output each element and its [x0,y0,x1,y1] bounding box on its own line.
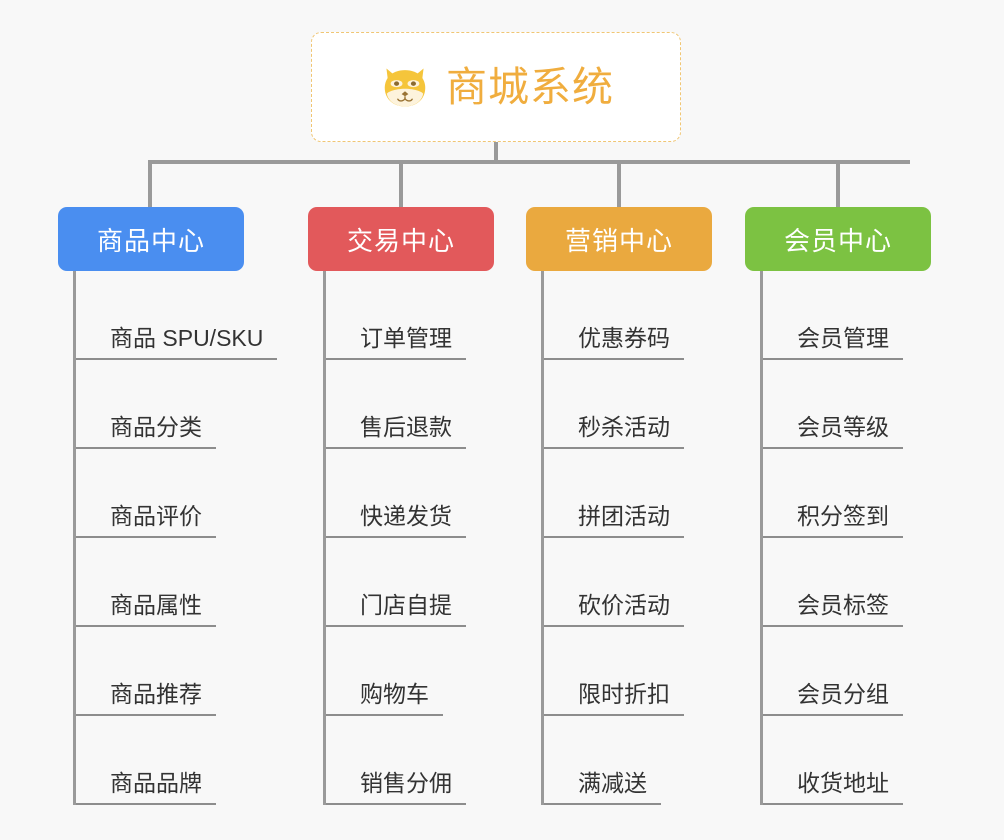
leaf-item[interactable]: 收货地址 [763,716,931,805]
leaf-label: 会员管理 [797,324,889,351]
shiba-dog-face-icon [384,68,426,107]
category-header-2[interactable]: 交易中心 [308,207,494,271]
category-column-3: 营销中心 优惠券码 秒杀活动 拼团活动 砍价活动 限时折扣 满减送 [526,207,712,805]
leaf-label: 优惠券码 [578,324,670,351]
leaf-label: 订单管理 [360,324,452,351]
leaf-item[interactable]: 快递发货 [326,449,494,538]
category-column-4: 会员中心 会员管理 会员等级 积分签到 会员标签 会员分组 收货地址 [745,207,931,805]
leaf-item[interactable]: 商品品牌 [76,716,244,805]
leaf-list-3: 优惠券码 秒杀活动 拼团活动 砍价活动 限时折扣 满减送 [541,271,712,805]
leaf-label: 商品 SPU/SKU [110,324,264,351]
leaf-list-1: 商品 SPU/SKU 商品分类 商品评价 商品属性 商品推荐 商品品牌 [73,271,278,805]
leaf-label: 商品推荐 [110,680,202,707]
leaf-item[interactable]: 商品推荐 [76,627,244,716]
leaf-label: 砍价活动 [578,591,670,618]
leaf-item[interactable]: 销售分佣 [326,716,494,805]
leaf-item[interactable]: 砍价活动 [544,538,712,627]
leaf-label: 售后退款 [360,413,452,440]
leaf-item[interactable]: 门店自提 [326,538,494,627]
category-label-1: 商品中心 [96,225,205,256]
leaf-label: 快递发货 [360,502,452,529]
leaf-label: 积分签到 [797,502,889,529]
leaf-label: 销售分佣 [360,769,452,796]
leaf-item[interactable]: 积分签到 [763,449,931,538]
leaf-item[interactable]: 订单管理 [326,271,494,360]
leaf-item[interactable]: 商品分类 [76,360,244,449]
leaf-label: 商品分类 [110,413,202,440]
leaf-item[interactable]: 商品 SPU/SKU [76,271,278,360]
connector-root-stem [494,142,498,163]
leaf-item[interactable]: 拼团活动 [544,449,712,538]
leaf-item[interactable]: 商品属性 [76,538,244,627]
category-header-3[interactable]: 营销中心 [526,207,712,271]
leaf-label: 会员等级 [797,413,889,440]
leaf-item[interactable]: 会员管理 [763,271,931,360]
leaf-label: 限时折扣 [578,680,670,707]
leaf-item[interactable]: 秒杀活动 [544,360,712,449]
leaf-item[interactable]: 优惠券码 [544,271,712,360]
leaf-label: 拼团活动 [578,502,670,529]
category-label-4: 会员中心 [783,225,892,256]
leaf-label: 门店自提 [360,591,452,618]
category-column-1: 商品中心 商品 SPU/SKU 商品分类 商品评价 商品属性 商品推荐 商品品牌 [58,207,278,805]
category-header-1[interactable]: 商品中心 [58,207,244,271]
connector-drop-4 [836,160,840,208]
leaf-label: 秒杀活动 [578,413,670,440]
leaf-label: 会员标签 [797,591,889,618]
leaf-item[interactable]: 会员分组 [763,627,931,716]
leaf-label: 购物车 [360,680,429,707]
leaf-label: 商品属性 [110,591,202,618]
leaf-item[interactable]: 满减送 [544,716,712,805]
leaf-item[interactable]: 限时折扣 [544,627,712,716]
connector-drop-2 [399,160,403,208]
category-label-2: 交易中心 [346,225,455,256]
leaf-label: 收货地址 [797,769,889,796]
leaf-label: 会员分组 [797,680,889,707]
leaf-label: 商品评价 [110,502,202,529]
leaf-item[interactable]: 会员等级 [763,360,931,449]
leaf-item[interactable]: 购物车 [326,627,494,716]
leaf-label: 满减送 [578,769,647,796]
category-column-2: 交易中心 订单管理 售后退款 快递发货 门店自提 购物车 销售分佣 [308,207,494,805]
root-title: 商城系统 [446,63,614,110]
leaf-list-2: 订单管理 售后退款 快递发货 门店自提 购物车 销售分佣 [323,271,494,805]
leaf-item[interactable]: 商品评价 [76,449,244,538]
leaf-item[interactable]: 会员标签 [763,538,931,627]
category-label-3: 营销中心 [564,225,673,256]
leaf-item[interactable]: 售后退款 [326,360,494,449]
leaf-list-4: 会员管理 会员等级 积分签到 会员标签 会员分组 收货地址 [760,271,931,805]
connector-drop-1 [148,160,152,208]
category-header-4[interactable]: 会员中心 [745,207,931,271]
connector-horizontal-bus [148,160,910,164]
leaf-label: 商品品牌 [110,769,202,796]
connector-drop-3 [617,160,621,208]
root-node[interactable]: 商城系统 [311,32,681,142]
